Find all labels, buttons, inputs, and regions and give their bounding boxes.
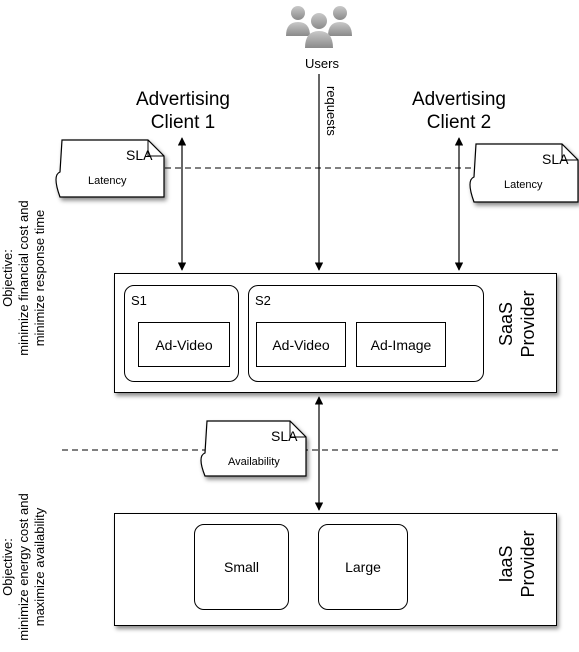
s2-ad-video-component: Ad-Video [256, 322, 346, 367]
saas-provider-label-line2: Provider [518, 290, 538, 358]
sla-label-client2: SLA [542, 151, 569, 167]
saas-objective-line3: minimize response time [32, 209, 47, 347]
iaas-provider-label-line1: IaaS [496, 545, 516, 583]
iaas-provider-label: IaaS Provider [495, 514, 539, 614]
users-icon [286, 6, 352, 48]
service-s2: S2 Ad-Video Ad-Image [248, 285, 484, 382]
saas-provider-label: SaaS Provider [495, 274, 539, 374]
service-s1-label: S1 [131, 293, 147, 308]
iaas-provider-label-line2: Provider [518, 530, 538, 598]
vm-large: Large [318, 524, 408, 610]
client2-title-line2: Client 2 [426, 112, 492, 133]
sla-metric-availability: Availability [228, 456, 280, 468]
saas-provider-label-line1: SaaS [496, 301, 516, 347]
sla-metric-client2: Latency [504, 179, 543, 191]
sla-metric-client1: Latency [88, 175, 127, 187]
service-s1: S1 Ad-Video [124, 285, 239, 382]
iaas-objective: Objective: minimize energy cost and maxi… [0, 482, 48, 652]
iaas-objective-line3: maximize availability [32, 507, 47, 627]
saas-objective: Objective: minimize financial cost and m… [0, 168, 48, 388]
iaas-provider-box: Small Large IaaS Provider [114, 513, 557, 626]
s2-ad-image-component: Ad-Image [356, 322, 446, 367]
iaas-objective-line1: Objective: [0, 538, 15, 596]
client1-title-line1: Advertising [136, 89, 230, 110]
users-label: Users [305, 56, 339, 71]
sla-label-client1: SLA [126, 147, 153, 163]
sla-document-availability [200, 420, 307, 477]
client1-title: Advertising Client 1 [128, 88, 238, 134]
saas-objective-line2: minimize financial cost and [16, 200, 31, 356]
sla-document-client2 [469, 143, 579, 203]
saas-objective-line1: Objective: [0, 249, 15, 307]
s1-ad-video-component: Ad-Video [138, 322, 230, 367]
service-s2-label: S2 [255, 293, 271, 308]
saas-provider-box: S1 Ad-Video S2 Ad-Video Ad-Image SaaS Pr… [114, 273, 557, 393]
client1-title-line2: Client 1 [150, 112, 216, 133]
requests-label: requests [324, 86, 339, 136]
vm-small: Small [194, 524, 289, 610]
client2-title: Advertising Client 2 [404, 88, 514, 134]
sla-label-availability: SLA [271, 428, 298, 444]
sla-document-client1 [55, 139, 165, 198]
iaas-objective-line2: minimize energy cost and [16, 493, 31, 641]
client2-title-line1: Advertising [412, 89, 506, 110]
